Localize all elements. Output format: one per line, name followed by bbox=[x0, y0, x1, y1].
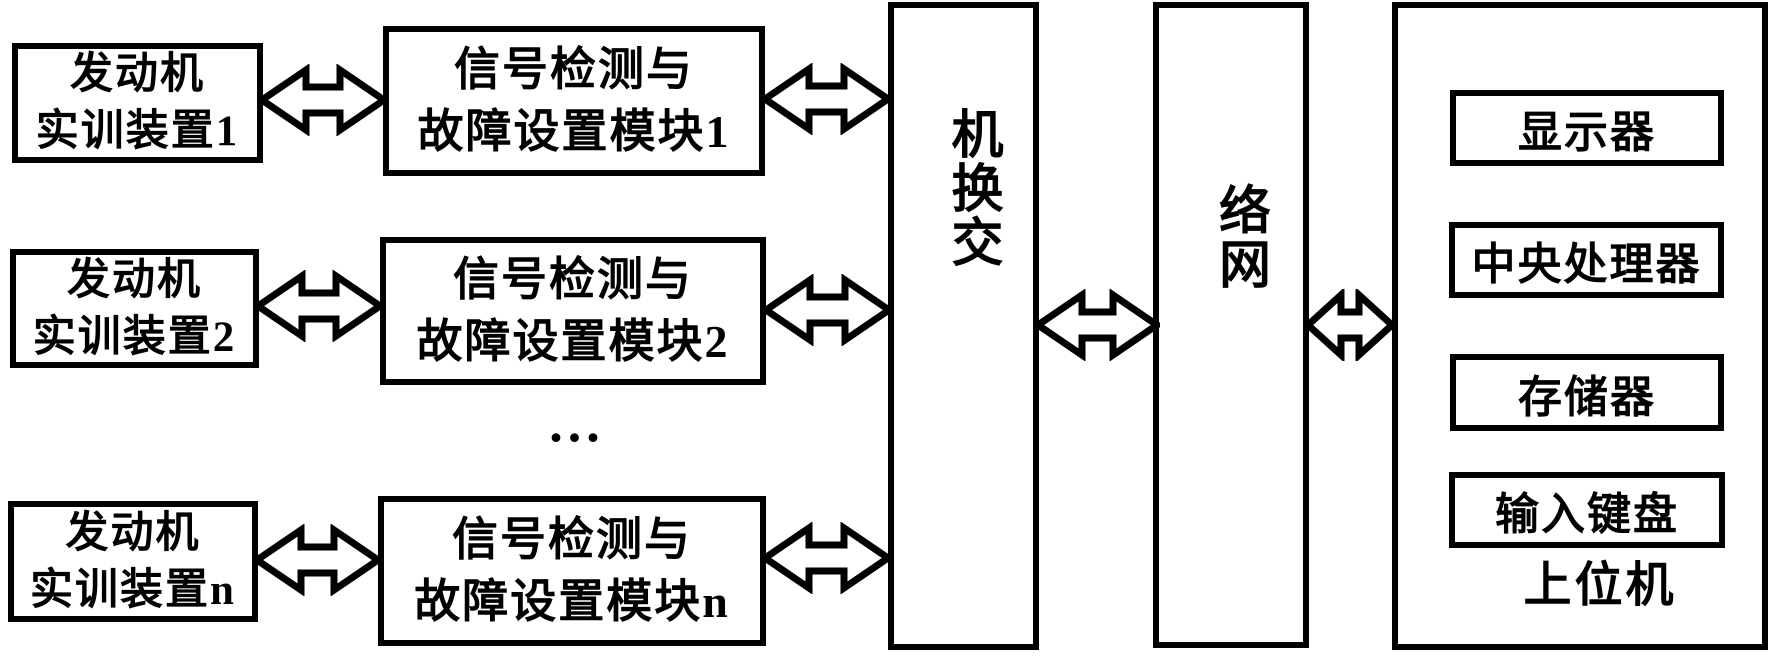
engine-unit-2-line2: 实训装置2 bbox=[32, 313, 237, 361]
monitor-box: 显示器 bbox=[1450, 90, 1724, 166]
signal-module-n-line1: 信号检测与 bbox=[452, 514, 692, 565]
double-arrow-icon-modulen-switch bbox=[762, 522, 891, 594]
double-arrow-icon-enginen-modulen bbox=[254, 524, 381, 596]
signal-module-1-box: 信号检测与 故障设置模块1 bbox=[383, 26, 765, 176]
engine-unit-n-line1: 发动机 bbox=[65, 509, 201, 557]
switch-char-3: 交 bbox=[951, 216, 1004, 273]
double-arrow-icon-network-host bbox=[1305, 289, 1395, 361]
engine-unit-1-line2: 实训装置1 bbox=[35, 108, 240, 155]
signal-module-2-line1: 信号检测与 bbox=[453, 254, 693, 305]
host-computer-label: 上位机 bbox=[1523, 559, 1677, 612]
network-char-1: 络 bbox=[1218, 184, 1271, 241]
storage-box: 存储器 bbox=[1450, 354, 1724, 431]
signal-module-n-line2: 故障设置模块n bbox=[414, 576, 730, 627]
ellipsis-more-units: ... bbox=[549, 393, 605, 453]
engine-unit-1-box: 发动机 实训装置1 bbox=[12, 43, 263, 163]
switch-vertical-label: 机 换 交 bbox=[951, 8, 1003, 272]
cpu-box: 中央处理器 bbox=[1449, 222, 1724, 298]
double-arrow-icon-switch-network bbox=[1035, 289, 1160, 361]
cpu-label: 中央处理器 bbox=[1471, 240, 1702, 289]
network-box: 络 网 bbox=[1153, 2, 1309, 648]
signal-module-2-box: 信号检测与 故障设置模块2 bbox=[380, 237, 766, 385]
signal-module-1-line1: 信号检测与 bbox=[454, 44, 694, 95]
monitor-label: 显示器 bbox=[1518, 108, 1656, 157]
double-arrow-icon-module2-switch bbox=[763, 274, 892, 346]
double-arrow-icon-module1-switch bbox=[762, 63, 891, 135]
switch-char-1: 机 bbox=[951, 108, 1004, 165]
keyboard-box: 输入键盘 bbox=[1449, 472, 1725, 548]
engine-unit-n-box: 发动机 实训装置n bbox=[8, 501, 258, 622]
storage-label: 存储器 bbox=[1518, 372, 1656, 422]
network-char-2: 网 bbox=[1218, 238, 1271, 295]
signal-module-1-line2: 故障设置模块1 bbox=[417, 106, 731, 157]
engine-unit-2-line1: 发动机 bbox=[67, 256, 202, 304]
keyboard-label: 输入键盘 bbox=[1495, 490, 1679, 539]
engine-unit-1-line1: 发动机 bbox=[70, 51, 205, 98]
double-arrow-icon-engine2-module2 bbox=[255, 270, 383, 342]
switch-char-2: 换 bbox=[951, 162, 1004, 219]
network-vertical-label: 络 网 bbox=[1219, 8, 1271, 294]
switch-box: 机 换 交 bbox=[888, 2, 1039, 650]
signal-module-2-line2: 故障设置模块2 bbox=[416, 316, 730, 367]
signal-module-n-box: 信号检测与 故障设置模块n bbox=[378, 496, 766, 646]
engine-unit-n-line2: 实训装置n bbox=[30, 566, 236, 614]
double-arrow-icon-engine1-module1 bbox=[259, 64, 387, 136]
engine-unit-2-box: 发动机 实训装置2 bbox=[10, 249, 259, 368]
